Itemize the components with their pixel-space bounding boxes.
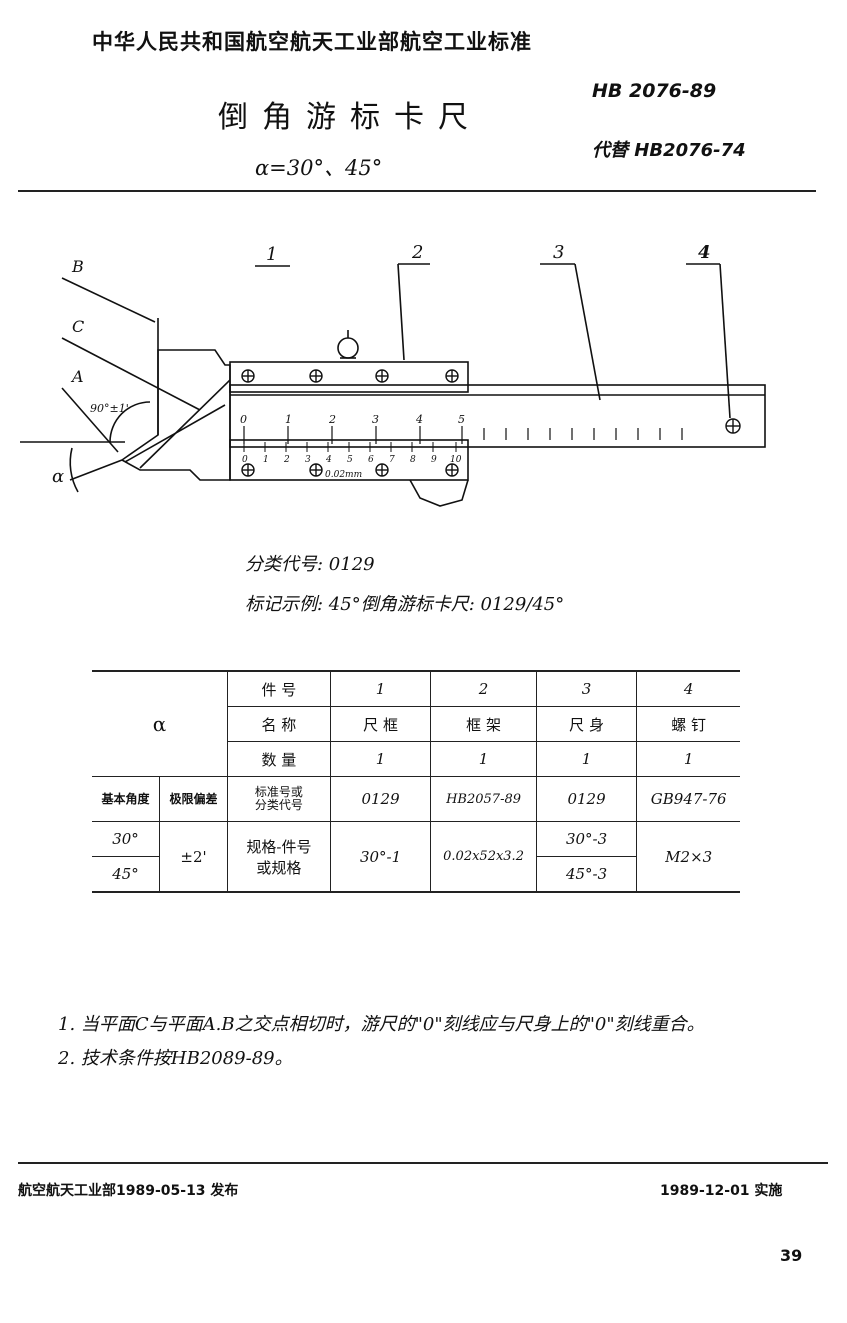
part-label-3: 3 bbox=[553, 242, 564, 263]
page-number: 39 bbox=[780, 1246, 803, 1265]
tolerance-header: 极限偏差 bbox=[159, 776, 229, 822]
svg-text:5: 5 bbox=[347, 455, 353, 465]
part-label-1: 1 bbox=[266, 244, 277, 265]
angle-tolerance-value: ±2' bbox=[159, 821, 229, 893]
angle-header: 基本角度 bbox=[92, 776, 161, 822]
issue-date: 航空航天工业部1989-05-13 发布 bbox=[18, 1183, 239, 1199]
part-label-4: 4 bbox=[698, 242, 711, 263]
plane-label-b: B bbox=[71, 257, 84, 276]
caliper-drawing: B C A 1 2 3 4 bbox=[20, 242, 766, 507]
svg-text:8: 8 bbox=[410, 455, 416, 465]
main-scale-2: 2 bbox=[328, 413, 336, 426]
marking-example: 标记示例: 45°倒角游标卡尺: 0129/45° bbox=[245, 594, 565, 615]
standard-code: HB 2076-89 bbox=[592, 80, 717, 102]
row-label-part-no: 件 号 bbox=[227, 670, 331, 707]
specification-table: α 件 号 1 2 3 4 名 称 尺 框 框 架 尺 身 螺 钉 数 量 1 … bbox=[92, 670, 740, 893]
alpha-header: α bbox=[92, 670, 229, 777]
svg-text:10: 10 bbox=[450, 455, 462, 465]
svg-text:6: 6 bbox=[368, 455, 374, 465]
angle-tolerance: 90°±1' bbox=[90, 402, 129, 415]
svg-text:3: 3 bbox=[305, 455, 311, 465]
note-1: 1. 当平面C与平面A.B之交点相切时，游尺的"0"刻线应与尺身上的"0"刻线重… bbox=[58, 1014, 705, 1035]
effective-date: 1989-12-01 实施 bbox=[660, 1183, 783, 1199]
alpha-symbol: α bbox=[52, 466, 64, 487]
part-label-2: 2 bbox=[411, 242, 423, 263]
svg-text:1: 1 bbox=[263, 455, 269, 465]
row-label-quantity: 数 量 bbox=[227, 741, 331, 777]
svg-text:9: 9 bbox=[431, 455, 437, 465]
main-scale-0: 0 bbox=[240, 413, 247, 426]
plane-label-c: C bbox=[72, 317, 84, 336]
svg-text:0: 0 bbox=[242, 455, 248, 465]
screw-heads bbox=[241, 369, 741, 477]
vernier-resolution: 0.02mm bbox=[325, 470, 362, 480]
header-rule bbox=[18, 190, 816, 192]
angle-45: 45° bbox=[92, 856, 161, 893]
footer-rule bbox=[18, 1162, 828, 1164]
classification-code: 分类代号: 0129 bbox=[245, 554, 375, 575]
replaces-standard: 代替 HB2076-74 bbox=[592, 140, 746, 161]
note-2: 2. 技术条件按HB2089-89。 bbox=[58, 1048, 293, 1069]
row-label-name: 名 称 bbox=[227, 706, 331, 742]
document-title: 倒角游标卡尺 bbox=[218, 100, 482, 135]
main-scale-4: 4 bbox=[415, 413, 423, 426]
main-scale-1: 1 bbox=[285, 413, 292, 426]
svg-text:2: 2 bbox=[283, 455, 290, 465]
main-scale-5: 5 bbox=[458, 413, 465, 426]
main-scale-3: 3 bbox=[372, 413, 379, 426]
svg-text:7: 7 bbox=[389, 455, 395, 465]
angle-30: 30° bbox=[92, 821, 161, 857]
svg-text:4: 4 bbox=[325, 455, 332, 465]
document-subtitle: α=30°、45° bbox=[255, 156, 383, 180]
issuing-organization: 中华人民共和国航空航天工业部航空工业标准 bbox=[92, 30, 532, 54]
plane-label-a: A bbox=[70, 367, 84, 386]
